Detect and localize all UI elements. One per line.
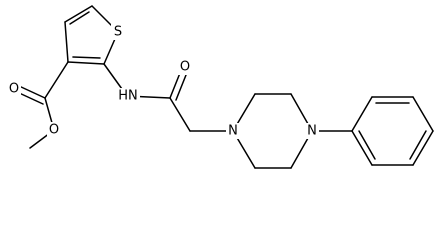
amide-linker xyxy=(103,63,234,132)
bond-c4-c3 xyxy=(64,21,69,63)
bond-ph-1-2 xyxy=(351,96,373,132)
bond-carbonyl-ch2 xyxy=(169,97,191,132)
bond-ph-6-1-inner xyxy=(358,130,376,160)
bond-carbonyl-o-double-b xyxy=(16,91,44,105)
atom-labels: S O O HN O N N xyxy=(7,24,319,139)
bond-c3-c2 xyxy=(67,61,105,65)
bond-c3-carbonyl xyxy=(44,61,69,99)
ester-ether-oxygen-label: O xyxy=(49,123,59,138)
piperazine-n1-label: N xyxy=(228,124,238,139)
bond-ph-4-5 xyxy=(412,130,434,166)
sulfur-atom-label: S xyxy=(114,25,122,40)
phenyl-ring xyxy=(311,96,434,166)
thiophene-ring xyxy=(64,5,119,65)
bond-c5-c4 xyxy=(64,5,93,23)
bond-carbonyl-o-double-a xyxy=(18,85,46,99)
bond-c4-c4-inner xyxy=(69,11,90,25)
amide-nitrogen-label: HN xyxy=(118,89,138,104)
amide-oxygen-label: O xyxy=(180,60,190,75)
ester-carbonyl-oxygen-label: O xyxy=(9,82,19,97)
bond-ph-4-5-inner xyxy=(409,130,427,160)
bond-ph-6-1 xyxy=(351,130,373,166)
bond-ph-3-4 xyxy=(412,96,434,132)
piperazine-n4-label: N xyxy=(307,124,317,139)
methyl-ester-group xyxy=(16,61,69,149)
bond-c3-c2-inner xyxy=(72,56,101,59)
molecule-structure-diagram: S O O HN O N N xyxy=(7,5,434,169)
piperazine-ring xyxy=(232,93,313,169)
